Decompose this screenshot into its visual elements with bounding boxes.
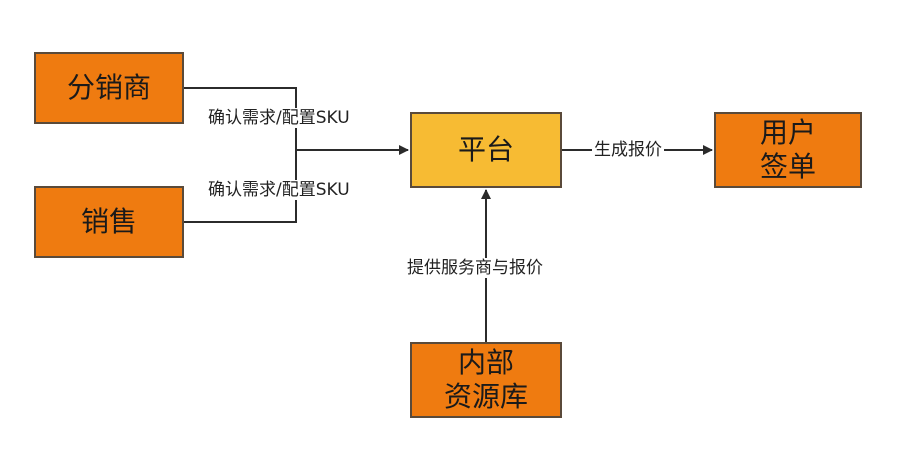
edge-distributor-to-merge <box>184 87 297 150</box>
edge-label-distributor: 确认需求/配置SKU <box>206 108 352 128</box>
node-internal-resource-label-2: 资源库 <box>443 380 528 413</box>
node-distributor-label: 分销商 <box>66 71 151 104</box>
node-sales: 销售 <box>34 186 184 258</box>
node-user-sign-label-1: 用户 <box>759 116 816 149</box>
edge-label-sales: 确认需求/配置SKU <box>206 180 352 200</box>
node-internal-resource: 内部 资源库 <box>410 342 562 418</box>
node-sales-label: 销售 <box>80 205 137 238</box>
node-user-sign: 用户 签单 <box>714 112 862 188</box>
edge-sales-to-merge <box>184 150 297 223</box>
edge-label-platform-to-user: 生成报价 <box>592 140 664 160</box>
node-user-sign-label-2: 签单 <box>759 150 816 183</box>
node-internal-resource-label-1: 内部 <box>457 346 514 379</box>
node-distributor: 分销商 <box>34 52 184 124</box>
node-platform-label: 平台 <box>457 133 514 166</box>
node-platform: 平台 <box>410 112 562 188</box>
edge-label-resource-to-platform: 提供服务商与报价 <box>405 258 545 278</box>
